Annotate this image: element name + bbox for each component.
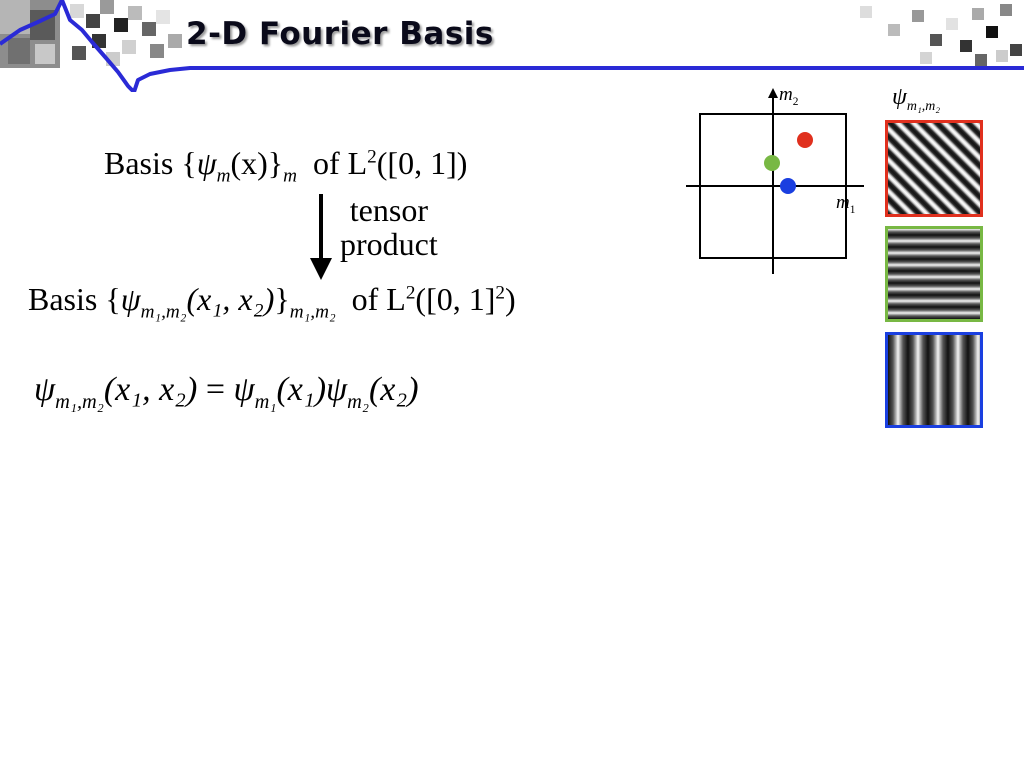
m2-arrowhead: [768, 88, 778, 98]
pattern-horizontal: [885, 226, 983, 322]
lhs-psi: ψ: [34, 371, 56, 408]
l-space: L: [347, 145, 368, 181]
lhs-argument: (x₁, x₂): [103, 371, 198, 408]
product-word: product: [340, 226, 438, 262]
interval-close: ): [504, 281, 516, 317]
of-word: of: [312, 145, 340, 181]
tensor-arrow: [310, 194, 332, 280]
l-space-exponent: 2: [367, 146, 377, 168]
interval-exponent: 2: [495, 282, 505, 304]
brace-close: }: [267, 145, 284, 181]
psi-subscript: m₁,m₂: [140, 301, 187, 323]
basis-1d-formula: Basis {ψm(x)}m of L2([0, 1]): [104, 145, 467, 187]
set-subscript: m: [283, 165, 297, 187]
psi-pattern-label: ψm₁,m₂: [892, 84, 941, 114]
rhs2-psi: ψ: [326, 371, 348, 408]
rhs1-argument: (x₁): [276, 371, 327, 408]
tensor-product-label: tensor product: [340, 193, 438, 261]
dot-green: [764, 155, 780, 171]
slide-header: 2-D Fourier Basis: [0, 0, 1024, 92]
pixel-mosaic-left: [70, 0, 182, 66]
dot-red: [797, 132, 813, 148]
rhs2-argument: (x₂): [368, 371, 419, 408]
l-space: L: [386, 281, 406, 317]
tensor-formula: ψm₁,m₂(x₁, x₂) = ψm₁(x₁)ψm₂(x₂): [34, 371, 419, 414]
header-underline: [0, 0, 1024, 92]
m2-label: m2: [779, 84, 799, 108]
dot-blue: [780, 178, 796, 194]
interval: ([0, 1]): [376, 145, 468, 181]
m1-label: m1: [836, 192, 856, 216]
photo-thumbnail: [0, 0, 60, 68]
rhs2-subscript: m₂: [347, 390, 369, 413]
equals-sign: =: [205, 371, 226, 408]
brace-open: {: [105, 281, 121, 317]
psi-subscript: m: [216, 165, 231, 187]
basis-2d-formula: Basis {ψm₁,m₂(x₁, x₂)}m₁,m₂ of L2([0, 1]…: [28, 281, 516, 323]
pixel-mosaic-right: [860, 4, 1022, 66]
psi-symbol: ψ: [196, 145, 217, 181]
rhs1-psi: ψ: [233, 371, 255, 408]
slide-title: 2-D Fourier Basis: [186, 16, 494, 52]
frequency-plane: [686, 88, 864, 274]
of-word: of: [351, 281, 379, 317]
basis-word: Basis: [28, 281, 98, 317]
brace-open: {: [181, 145, 197, 181]
rhs1-subscript: m₁: [254, 390, 277, 413]
interval: ([0, 1]: [415, 281, 496, 317]
basis-word: Basis: [104, 145, 174, 181]
psi-argument: (x₁, x₂): [186, 281, 275, 317]
header-decoration: [0, 0, 1024, 92]
l-space-exponent: 2: [405, 282, 416, 304]
brace-close: }: [274, 281, 290, 317]
psi-symbol: ψ: [120, 281, 141, 317]
lhs-subscript: m₁,m₂: [55, 390, 104, 413]
pattern-diagonal: [885, 120, 983, 217]
tensor-word: tensor: [349, 192, 428, 228]
set-subscript: m₁,m₂: [289, 301, 336, 323]
pattern-vertical: [885, 332, 983, 428]
psi-argument: (x): [230, 145, 268, 181]
